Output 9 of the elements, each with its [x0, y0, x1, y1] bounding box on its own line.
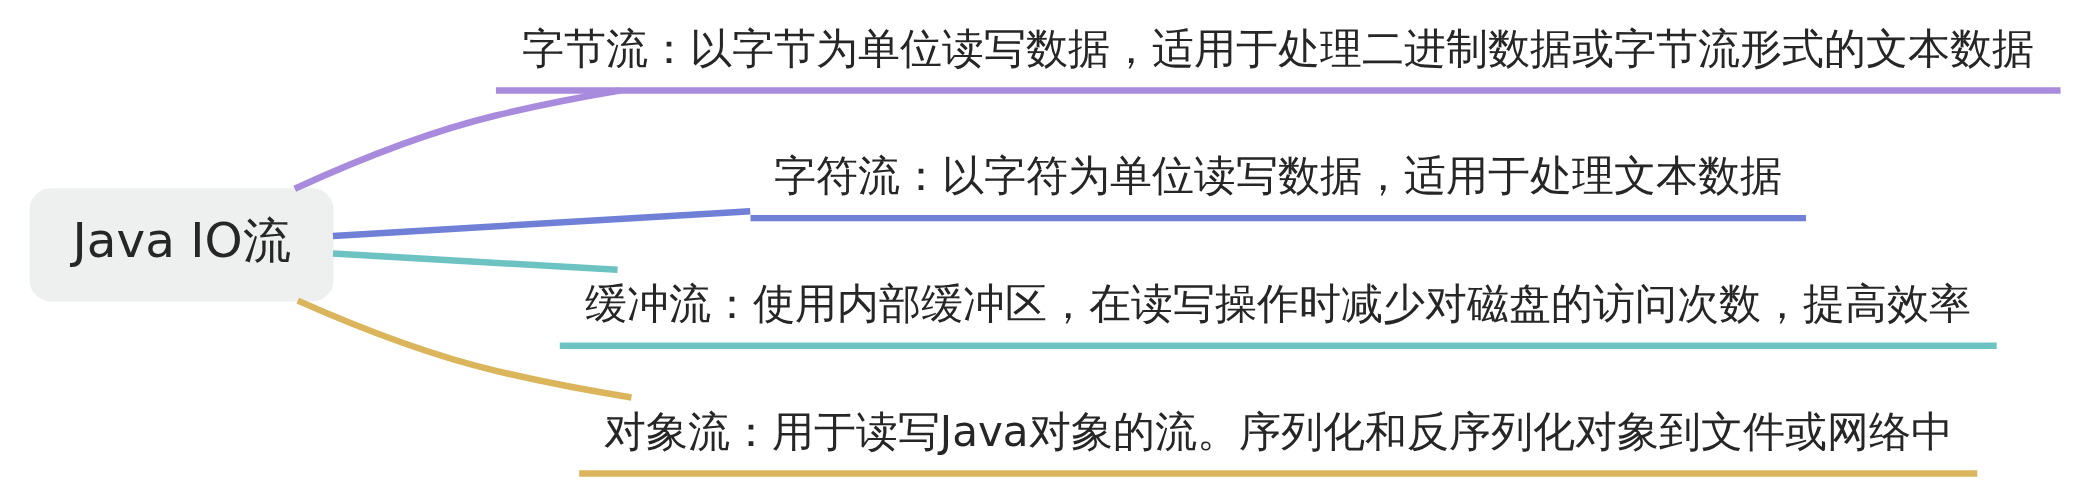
connector [332, 250, 618, 274]
connector [332, 208, 750, 240]
node-text: 字符流：以字符为单位读写数据，适用于处理文本数据 [773, 151, 1782, 201]
node-text: 缓冲流：使用内部缓冲区，在读写操作时减少对磁盘的访问次数，提高效率 [584, 279, 1971, 329]
connector [292, 87, 620, 192]
node-box: Java IO流 [29, 188, 333, 302]
node-text: 对象流：用于读写Java对象的流。序列化和反序列化对象到文件或网络中 [603, 406, 1953, 456]
node-text: 字节流：以字节为单位读写数据，适用于处理二进制数据或字节流形式的文本数据 [521, 23, 2034, 73]
connector [296, 297, 632, 401]
